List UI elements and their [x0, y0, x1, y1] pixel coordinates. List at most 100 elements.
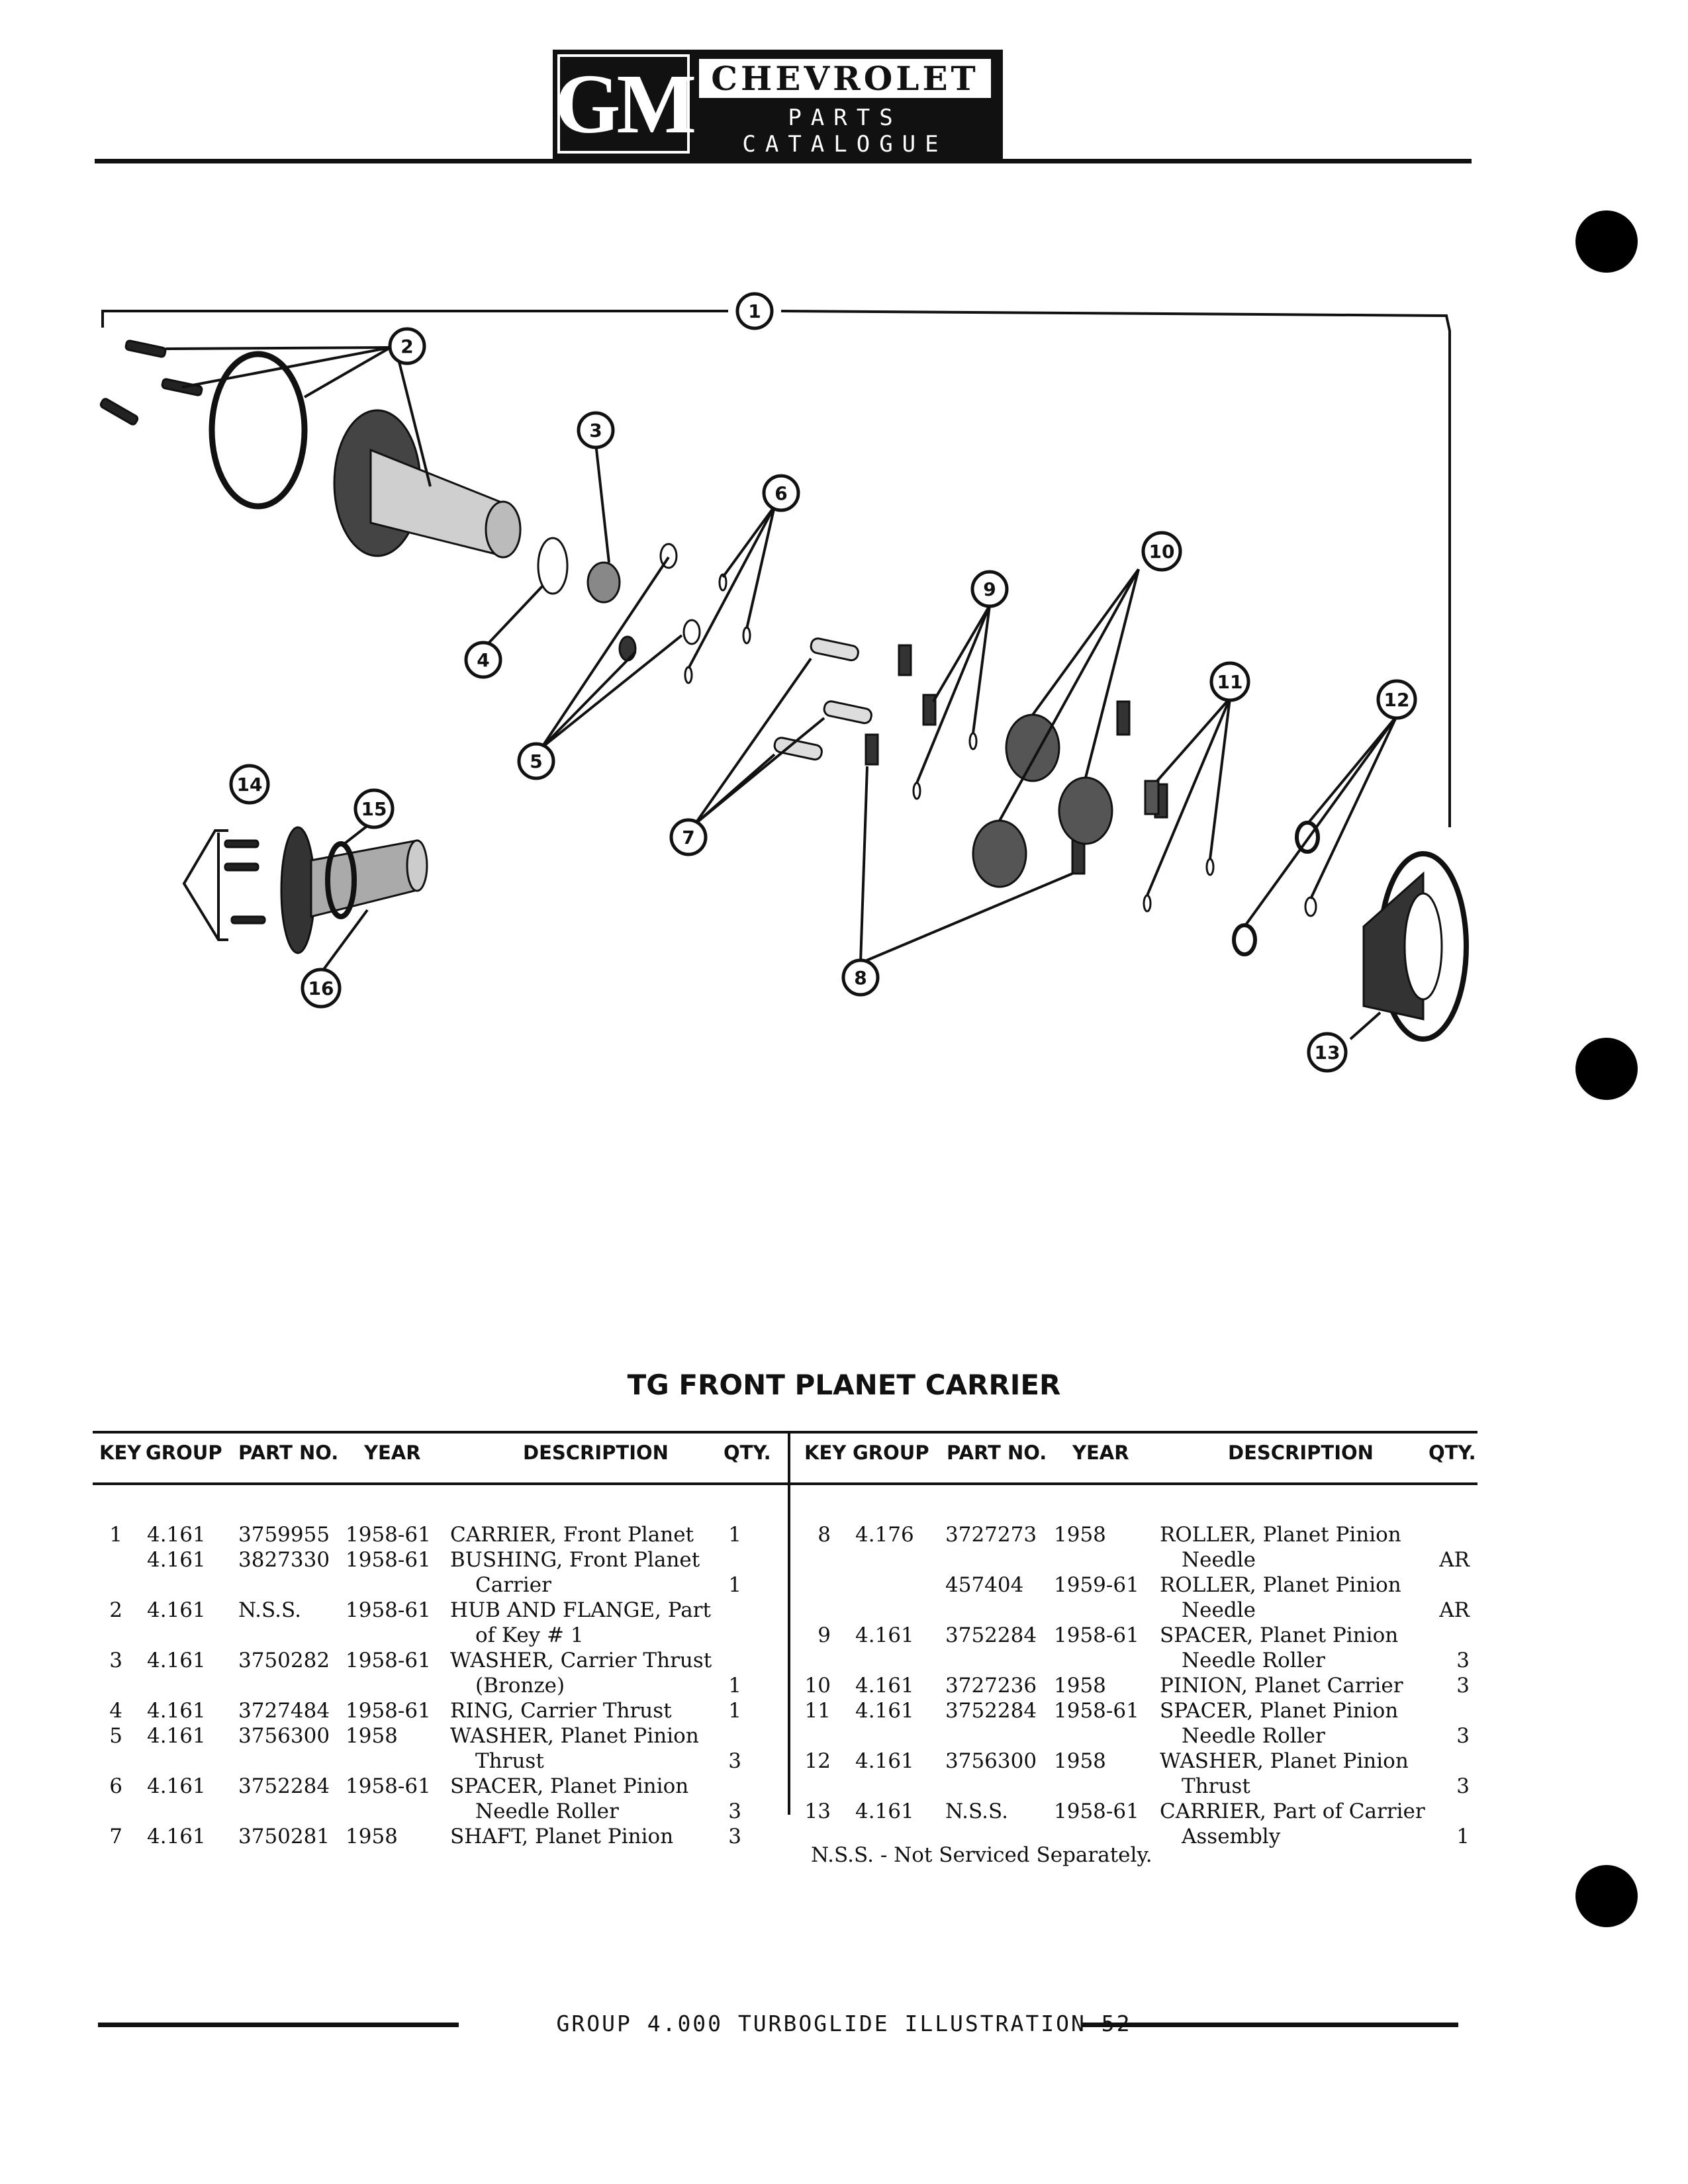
right-row-6-description: PINION, Planet Carrier	[1160, 1674, 1403, 1698]
left-row-8-part-no: 3756300	[238, 1724, 330, 1748]
left-row-7-qty: 1	[728, 1699, 741, 1723]
callout-13: 13	[1307, 1032, 1348, 1073]
callout-11: 11	[1209, 661, 1250, 702]
right-row-11-part-no: N.S.S.	[945, 1799, 1008, 1823]
callout-2: 2	[388, 327, 426, 365]
gm-chevrolet-logo: GM CHEVROLET PARTS CATALOGUE	[553, 50, 1003, 159]
left-row-2-description: Carrier	[475, 1573, 551, 1597]
left-row-12-year: 1958	[346, 1825, 398, 1848]
header-part-no-right: PART NO.	[947, 1441, 1047, 1464]
right-row-12-description: Assembly	[1182, 1825, 1281, 1848]
left-row-10-key: 6	[109, 1774, 122, 1798]
callout-10: 10	[1141, 531, 1182, 572]
left-row-9-description: Thrust	[475, 1749, 544, 1773]
left-row-5-group: 4.161	[147, 1649, 206, 1672]
left-row-7-group: 4.161	[147, 1699, 206, 1723]
left-row-5-description: WASHER, Carrier Thrust	[450, 1649, 712, 1672]
svg-text:8: 8	[854, 967, 867, 989]
right-row-8-description: Needle Roller	[1182, 1724, 1325, 1748]
left-row-11-description: Needle Roller	[475, 1799, 619, 1823]
left-row-1-group: 4.161	[147, 1548, 206, 1572]
left-row-3-year: 1958-61	[346, 1598, 431, 1622]
left-row-12-qty: 3	[728, 1825, 741, 1848]
svg-text:11: 11	[1217, 671, 1243, 693]
right-row-9-group: 4.161	[855, 1749, 914, 1773]
svg-text:7: 7	[682, 827, 694, 848]
left-row-1-description: BUSHING, Front Planet	[450, 1548, 700, 1572]
left-row-12-key: 7	[109, 1825, 122, 1848]
left-row-0-description: CARRIER, Front Planet	[450, 1523, 694, 1547]
right-row-12-qty: 1	[1456, 1825, 1470, 1848]
right-row-6-year: 1958	[1054, 1674, 1106, 1698]
left-row-8-year: 1958	[346, 1724, 398, 1748]
right-row-2-year: 1959-61	[1054, 1573, 1139, 1597]
right-row-6-group: 4.161	[855, 1674, 914, 1698]
right-row-11-year: 1958-61	[1054, 1799, 1139, 1823]
left-row-8-group: 4.161	[147, 1724, 206, 1748]
left-row-12-description: SHAFT, Planet Pinion	[450, 1825, 674, 1848]
header-part-no-left: PART NO.	[238, 1441, 339, 1464]
svg-text:2: 2	[400, 336, 413, 357]
header-description-left: DESCRIPTION	[523, 1441, 669, 1464]
header-group-right: GROUP	[853, 1441, 929, 1464]
svg-text:15: 15	[361, 798, 387, 820]
right-row-7-group: 4.161	[855, 1699, 914, 1723]
left-row-1-year: 1958-61	[346, 1548, 431, 1572]
left-row-10-part-no: 3752284	[238, 1774, 330, 1798]
right-row-5-description: Needle Roller	[1182, 1649, 1325, 1672]
left-row-7-description: RING, Carrier Thrust	[450, 1699, 672, 1723]
right-row-9-key: 12	[804, 1749, 831, 1773]
left-row-0-part-no: 3759955	[238, 1523, 330, 1547]
header-year-right: YEAR	[1072, 1441, 1129, 1464]
left-row-8-key: 5	[109, 1724, 122, 1748]
right-row-6-part-no: 3727236	[945, 1674, 1037, 1698]
right-row-4-year: 1958-61	[1054, 1623, 1139, 1647]
left-row-3-key: 2	[109, 1598, 122, 1622]
nss-note: N.S.S. - Not Serviced Separately.	[811, 1843, 1152, 1867]
right-row-7-description: SPACER, Planet Pinion	[1160, 1699, 1399, 1723]
left-row-9-qty: 3	[728, 1749, 741, 1773]
right-row-1-qty: AR	[1439, 1548, 1470, 1572]
header-group-left: GROUP	[146, 1441, 222, 1464]
svg-text:9: 9	[983, 578, 996, 600]
left-row-5-part-no: 3750282	[238, 1649, 330, 1672]
svg-text:1: 1	[748, 300, 761, 322]
right-row-3-description: Needle	[1182, 1598, 1256, 1622]
right-row-6-qty: 3	[1456, 1674, 1470, 1698]
svg-text:12: 12	[1384, 689, 1410, 711]
left-row-3-description: HUB AND FLANGE, Part	[450, 1598, 711, 1622]
left-row-2-qty: 1	[728, 1573, 741, 1597]
right-row-9-part-no: 3756300	[945, 1749, 1037, 1773]
left-row-10-group: 4.161	[147, 1774, 206, 1798]
right-row-8-qty: 3	[1456, 1724, 1470, 1748]
right-row-7-year: 1958-61	[1054, 1699, 1139, 1723]
right-row-9-description: WASHER, Planet Pinion	[1160, 1749, 1409, 1773]
left-row-5-year: 1958-61	[346, 1649, 431, 1672]
callout-6: 6	[762, 474, 800, 512]
right-row-10-description: Thrust	[1182, 1774, 1250, 1798]
right-row-4-description: SPACER, Planet Pinion	[1160, 1623, 1399, 1647]
svg-text:13: 13	[1315, 1042, 1340, 1064]
svg-text:6: 6	[774, 482, 787, 504]
left-row-11-qty: 3	[728, 1799, 741, 1823]
callout-16: 16	[301, 968, 342, 1009]
right-row-11-group: 4.161	[855, 1799, 914, 1823]
callout-9: 9	[970, 570, 1009, 608]
left-row-6-qty: 1	[728, 1674, 741, 1698]
table-header-rule	[93, 1482, 1477, 1485]
right-row-6-key: 10	[804, 1674, 831, 1698]
right-row-3-qty: AR	[1439, 1598, 1470, 1622]
left-row-1-part-no: 3827330	[238, 1548, 330, 1572]
right-row-1-description: Needle	[1182, 1548, 1256, 1572]
right-row-11-key: 13	[804, 1799, 831, 1823]
left-row-5-key: 3	[109, 1649, 122, 1672]
left-row-3-part-no: N.S.S.	[238, 1598, 301, 1622]
right-row-0-description: ROLLER, Planet Pinion	[1160, 1523, 1401, 1547]
header-year-left: YEAR	[364, 1441, 421, 1464]
footer-rule-left	[98, 2023, 459, 2027]
right-row-11-description: CARRIER, Part of Carrier	[1160, 1799, 1425, 1823]
svg-text:5: 5	[530, 751, 542, 772]
punch-hole-top	[1575, 210, 1638, 273]
svg-text:3: 3	[589, 420, 602, 441]
right-row-10-qty: 3	[1456, 1774, 1470, 1798]
